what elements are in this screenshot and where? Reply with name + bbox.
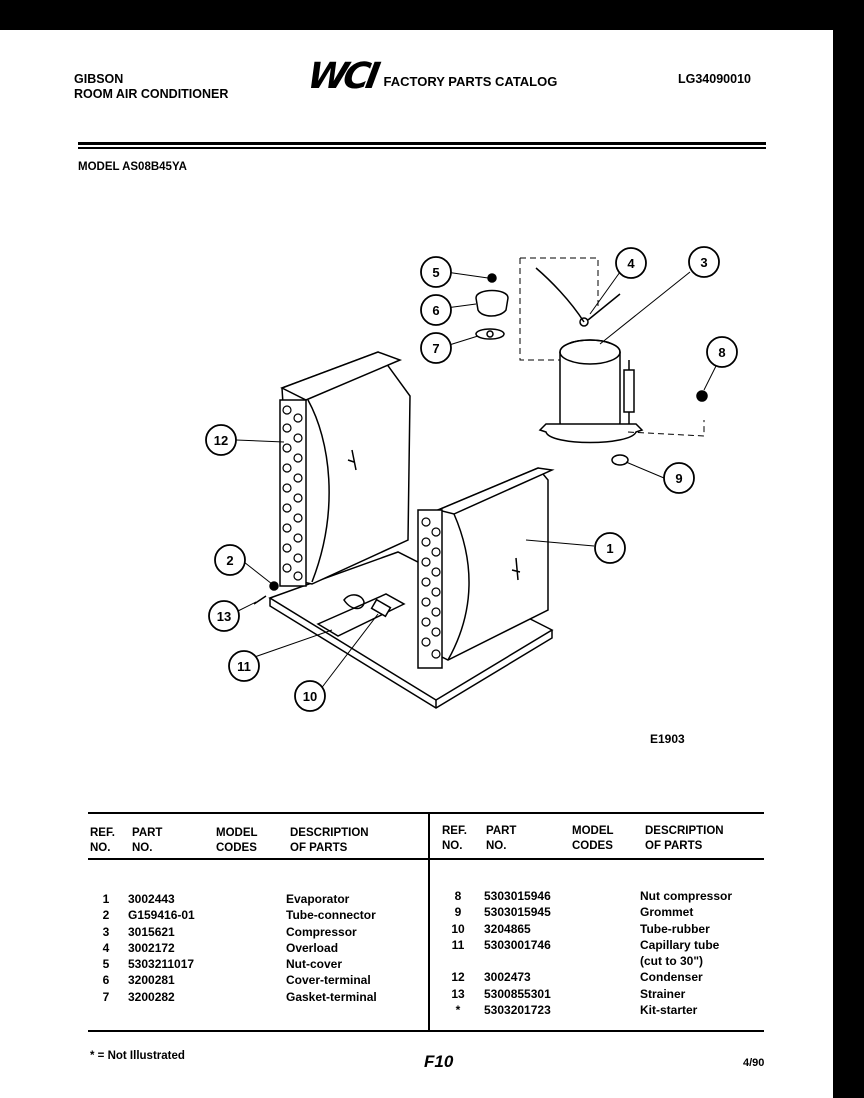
callout-7: 7 (432, 341, 439, 356)
revision-date: 4/90 (743, 1057, 765, 1069)
callout-3: 3 (700, 255, 707, 270)
header-brand-block: GIBSON ROOM AIR CONDITIONER (74, 72, 228, 102)
table-bottom-rule (88, 1030, 764, 1032)
table-column-divider (428, 812, 430, 1030)
page-number: F10 (424, 1052, 454, 1071)
footnote-not-illustrated: * = Not Illustrated (90, 1050, 185, 1062)
nut-compressor (696, 390, 708, 402)
catalog-page: GIBSON ROOM AIR CONDITIONER WCI FACTORY … (0, 30, 833, 1098)
gasket-terminal (475, 328, 505, 340)
callout-9: 9 (675, 471, 682, 486)
base-pan (268, 551, 554, 709)
figure-code: E1903 (650, 732, 685, 746)
evaporator-coil (417, 467, 555, 669)
callout-13: 13 (217, 609, 231, 624)
table-row: (cut to 30") (640, 954, 704, 969)
overload-wire (519, 257, 621, 361)
grommet (611, 420, 705, 466)
callout-1: 1 (606, 541, 613, 556)
catalog-title: FACTORY PARTS CATALOG (383, 74, 558, 89)
callout-10: 10 (303, 689, 317, 704)
model-number: MODEL AS08B45YA (78, 161, 187, 173)
brand-name: GIBSON (74, 72, 124, 86)
table-header-rule (88, 858, 764, 860)
rubber-tube (370, 598, 392, 618)
table-top-rule (88, 812, 764, 814)
callout-12: 12 (214, 433, 228, 448)
product-name: ROOM AIR CONDITIONER (74, 87, 229, 101)
callout-2: 2 (226, 553, 233, 568)
nut-cover (487, 273, 497, 283)
compressor (538, 339, 644, 444)
exploded-parts-diagram: 1 2 3 4 5 6 7 8 9 10 11 12 13 (205, 246, 738, 712)
strainer (253, 595, 267, 605)
wci-logo: WCI (304, 56, 380, 97)
condenser-coil (279, 351, 411, 587)
header-catalog-block: WCI FACTORY PARTS CATALOG (304, 56, 558, 97)
header-rule-thick (78, 142, 766, 145)
catalog-number: LG34090010 (678, 72, 751, 86)
callout-5: 5 (432, 265, 439, 280)
callout-6: 6 (432, 303, 439, 318)
callout-8: 8 (718, 345, 725, 360)
callout-11: 11 (237, 659, 251, 674)
header-rule-thin (78, 147, 766, 149)
header-ref-no-left: REF.NO. (90, 827, 115, 854)
callout-4: 4 (627, 256, 635, 271)
header-ref-no-right: REF.NO. (442, 825, 467, 852)
cover-terminal (475, 289, 509, 317)
